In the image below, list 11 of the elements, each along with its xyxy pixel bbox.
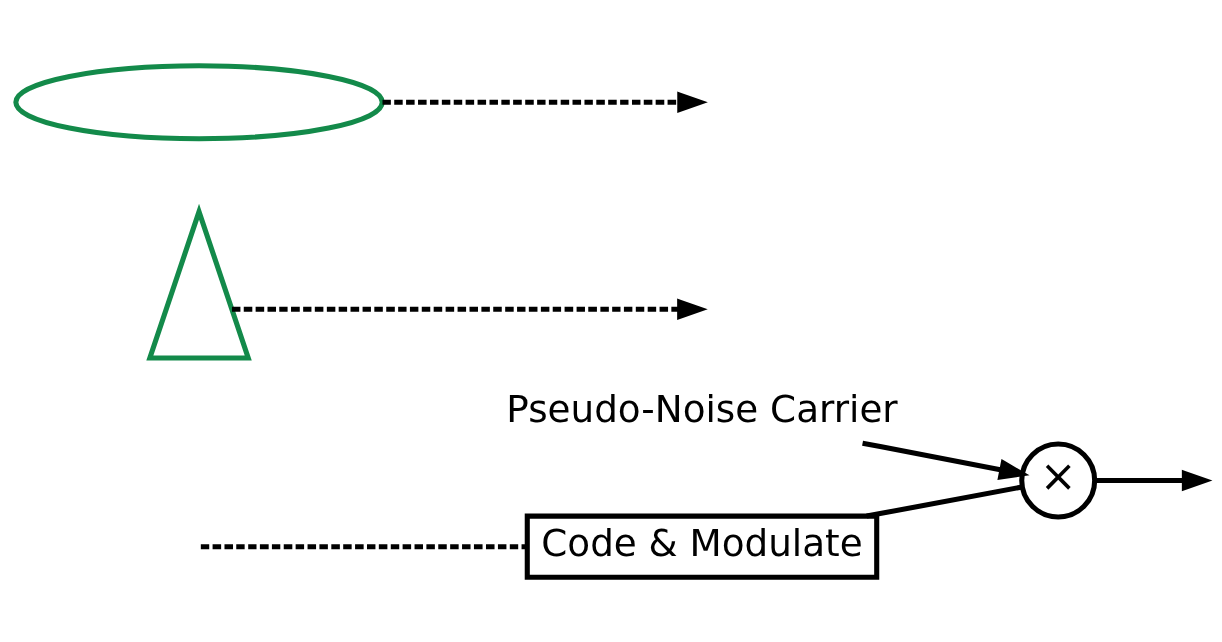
node-box: Code & Modulate	[524, 513, 880, 580]
arrow	[862, 440, 1030, 480]
node-circle: ×	[1019, 441, 1098, 520]
node-text: Pseudo-Noise Carrier	[506, 386, 898, 431]
connector	[866, 483, 1023, 519]
arrow	[1095, 469, 1213, 491]
arrow	[232, 298, 708, 320]
node-hump	[13, 62, 385, 141]
node-peak	[146, 203, 252, 360]
connector	[200, 543, 528, 549]
arrow	[382, 91, 708, 113]
